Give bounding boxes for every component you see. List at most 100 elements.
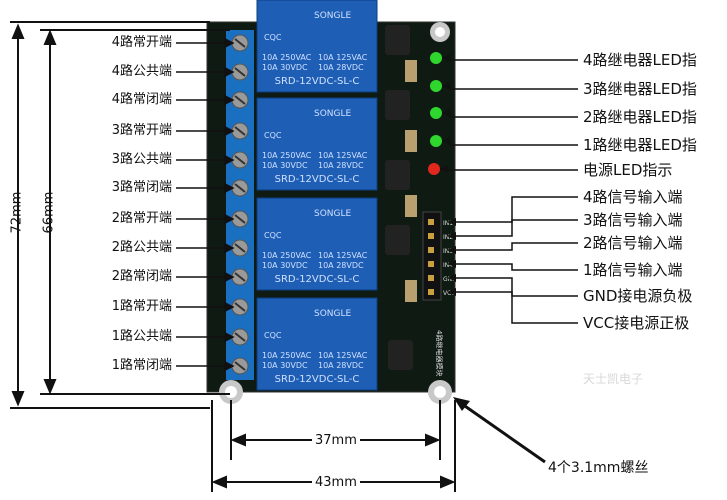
- leader-arrow: [448, 232, 456, 240]
- left-label: 3路常开端: [111, 123, 172, 138]
- leader-line: [442, 85, 578, 90]
- transistor: [385, 160, 410, 190]
- leader-line: [448, 196, 578, 223]
- relay-cert: CQC: [264, 131, 282, 140]
- terminal-block: [226, 30, 254, 380]
- relay-spec: 10A 125VAC: [318, 251, 368, 260]
- right-label: 1路信号输入端: [583, 261, 683, 279]
- right-label: 2路继电器LED指: [583, 108, 697, 126]
- leader-arrow: [224, 37, 235, 49]
- resistor: [405, 130, 417, 152]
- relay-spec: 10A 250VAC: [262, 351, 312, 360]
- relay-model: SRD-12VDC-SL-C: [275, 174, 360, 185]
- relay-spec: 10A 30VDC: [262, 361, 308, 370]
- terminal-screw: [231, 328, 249, 346]
- terminal-screw: [231, 34, 249, 52]
- width-inner-label: 37mm: [312, 433, 360, 448]
- leader-arrow: [224, 66, 235, 78]
- relay-1: SONGLE CQC 10A 250VAC 10A 125VAC 10A 30VDC 10…: [256, 297, 378, 391]
- led-3: [430, 80, 442, 92]
- header-pin: [428, 275, 434, 281]
- relay-spec: 10A 28VDC: [318, 63, 364, 72]
- mounting-hole: [428, 380, 452, 404]
- left-label: 4路常闭端: [111, 92, 172, 107]
- leader-arrow: [224, 154, 235, 166]
- right-label: 3路信号输入端: [583, 211, 683, 229]
- leader-arrow: [442, 82, 450, 90]
- leader-arrow: [224, 125, 235, 137]
- leader-arrow: [224, 213, 235, 225]
- leader-line: [442, 140, 578, 146]
- transistor: [388, 340, 413, 370]
- leader-arrow: [448, 246, 456, 254]
- leader-arrow: [442, 54, 450, 62]
- header-pin: [428, 247, 434, 253]
- resistor: [405, 280, 417, 302]
- pin-label: VCC: [443, 290, 455, 297]
- pin-label: IN4: [443, 262, 453, 269]
- right-label: 电源LED指示: [583, 161, 673, 179]
- right-label: 4路信号输入端: [583, 188, 683, 206]
- mounting-hole: [430, 22, 450, 42]
- relay-spec: 10A 125VAC: [318, 351, 368, 360]
- left-label: 4路常开端: [111, 35, 172, 50]
- right-label: GND接电源负极: [583, 287, 693, 305]
- leader-arrow: [224, 360, 235, 372]
- relay-spec: 10A 28VDC: [318, 161, 364, 170]
- relay-model: SRD-12VDC-SL-C: [275, 274, 360, 285]
- leader-arrow: [224, 242, 235, 254]
- relay-spec: 10A 30VDC: [262, 261, 308, 270]
- leader-line: [448, 277, 578, 297]
- left-label: 2路公共端: [111, 240, 172, 255]
- relay-spec: 10A 30VDC: [262, 161, 308, 170]
- left-label: 1路公共端: [111, 329, 172, 344]
- terminal-screw: [231, 151, 249, 169]
- relay-cert: CQC: [264, 331, 282, 340]
- relay-cert: CQC: [264, 231, 282, 240]
- transistor: [385, 25, 410, 55]
- height-dimension-inner: [40, 29, 230, 395]
- relay-spec: 10A 250VAC: [262, 151, 312, 160]
- right-label: 4路继电器LED指: [583, 51, 697, 69]
- left-label: 1路常开端: [111, 299, 172, 314]
- screw-note: 4个3.1mm螺丝: [548, 460, 649, 476]
- header-pin: [428, 289, 434, 295]
- leader-arrow: [224, 301, 235, 313]
- leader-arrow: [442, 137, 450, 145]
- height-inner-label: 66mm: [41, 191, 57, 234]
- leader-arrow: [224, 331, 235, 343]
- pin-label: IN2: [443, 234, 453, 241]
- relay-spec: 10A 250VAC: [262, 251, 312, 260]
- leader-line: [448, 242, 578, 251]
- terminal-screw: [231, 239, 249, 257]
- leader-line: [442, 57, 578, 61]
- header-pin: [428, 261, 434, 267]
- leader-arrow: [224, 271, 235, 283]
- left-label: 2路常开端: [111, 211, 172, 226]
- leader-line: [442, 112, 578, 118]
- pin-label: IN3: [443, 248, 453, 255]
- watermark: 天士凯电子: [583, 372, 644, 386]
- relay-spec: 10A 28VDC: [318, 361, 364, 370]
- leader-line: [448, 263, 578, 271]
- leader-arrow: [448, 288, 456, 296]
- leader-arrow: [440, 165, 448, 173]
- height-outer-label: 72mm: [9, 191, 25, 234]
- relay-spec: 10A 30VDC: [262, 63, 308, 72]
- right-label: 1路继电器LED指: [583, 136, 697, 154]
- leader-line: [448, 219, 578, 237]
- leader-line: [448, 291, 578, 324]
- leader-arrow: [448, 274, 456, 282]
- leader-arrow: [442, 109, 450, 117]
- relay-cert: CQC: [264, 33, 282, 42]
- relay-model: SRD-12VDC-SL-C: [275, 374, 360, 385]
- relay-brand: SONGLE: [314, 309, 352, 319]
- leader-arrow: [448, 218, 456, 226]
- left-label: 1路常闭端: [111, 358, 172, 373]
- leader-arrow: [224, 94, 235, 106]
- screw-arrow: [453, 397, 546, 464]
- led-2: [430, 107, 442, 119]
- right-label: VCC接电源正极: [583, 314, 690, 332]
